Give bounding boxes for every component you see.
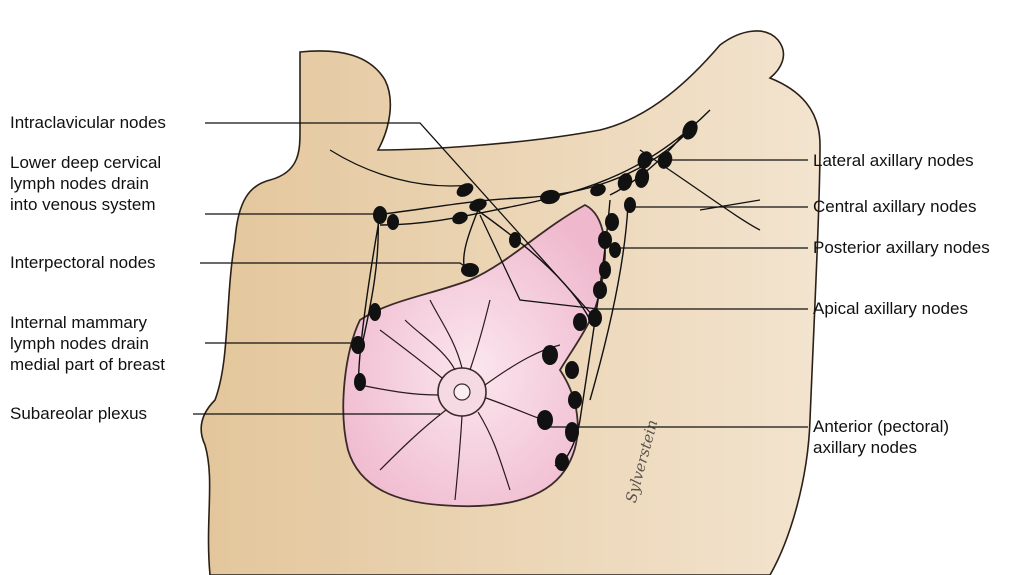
lymph-node: [605, 213, 619, 231]
lymph-node: [351, 336, 365, 354]
label-line: into venous system: [10, 194, 161, 215]
label-interpectoral: Interpectoral nodes: [10, 252, 156, 273]
lymph-node: [555, 453, 569, 471]
label-apical-axillary: Apical axillary nodes: [813, 298, 968, 319]
label-line: medial part of breast: [10, 354, 165, 375]
lymph-node: [354, 373, 366, 391]
label-line: axillary nodes: [813, 437, 949, 458]
label-lateral-axillary: Lateral axillary nodes: [813, 150, 974, 171]
label-lower-deep-cervical: Lower deep cervical lymph nodes drain in…: [10, 152, 161, 215]
lymph-node: [369, 303, 381, 321]
lymph-node: [593, 281, 607, 299]
label-central-axillary: Central axillary nodes: [813, 196, 976, 217]
lymph-node: [573, 313, 587, 331]
label-line: Internal mammary: [10, 312, 165, 333]
label-anterior-axillary: Anterior (pectoral) axillary nodes: [813, 416, 949, 458]
label-line: Lower deep cervical: [10, 152, 161, 173]
lymph-node: [568, 391, 582, 409]
nipple: [454, 384, 470, 400]
lymph-node: [624, 197, 636, 213]
lymph-node: [542, 345, 558, 365]
label-line: lymph nodes drain: [10, 333, 165, 354]
lymph-node: [599, 261, 611, 279]
lymph-node: [609, 242, 621, 258]
label-line: lymph nodes drain: [10, 173, 161, 194]
lymph-node: [373, 206, 387, 224]
label-line: Anterior (pectoral): [813, 416, 949, 437]
label-subareolar: Subareolar plexus: [10, 403, 147, 424]
label-intraclavicular: Intraclavicular nodes: [10, 112, 166, 133]
label-internal-mammary: Internal mammary lymph nodes drain media…: [10, 312, 165, 375]
lymph-node: [565, 422, 579, 442]
label-posterior-axillary: Posterior axillary nodes: [813, 237, 990, 258]
lymph-node: [565, 361, 579, 379]
lymph-node: [387, 214, 399, 230]
